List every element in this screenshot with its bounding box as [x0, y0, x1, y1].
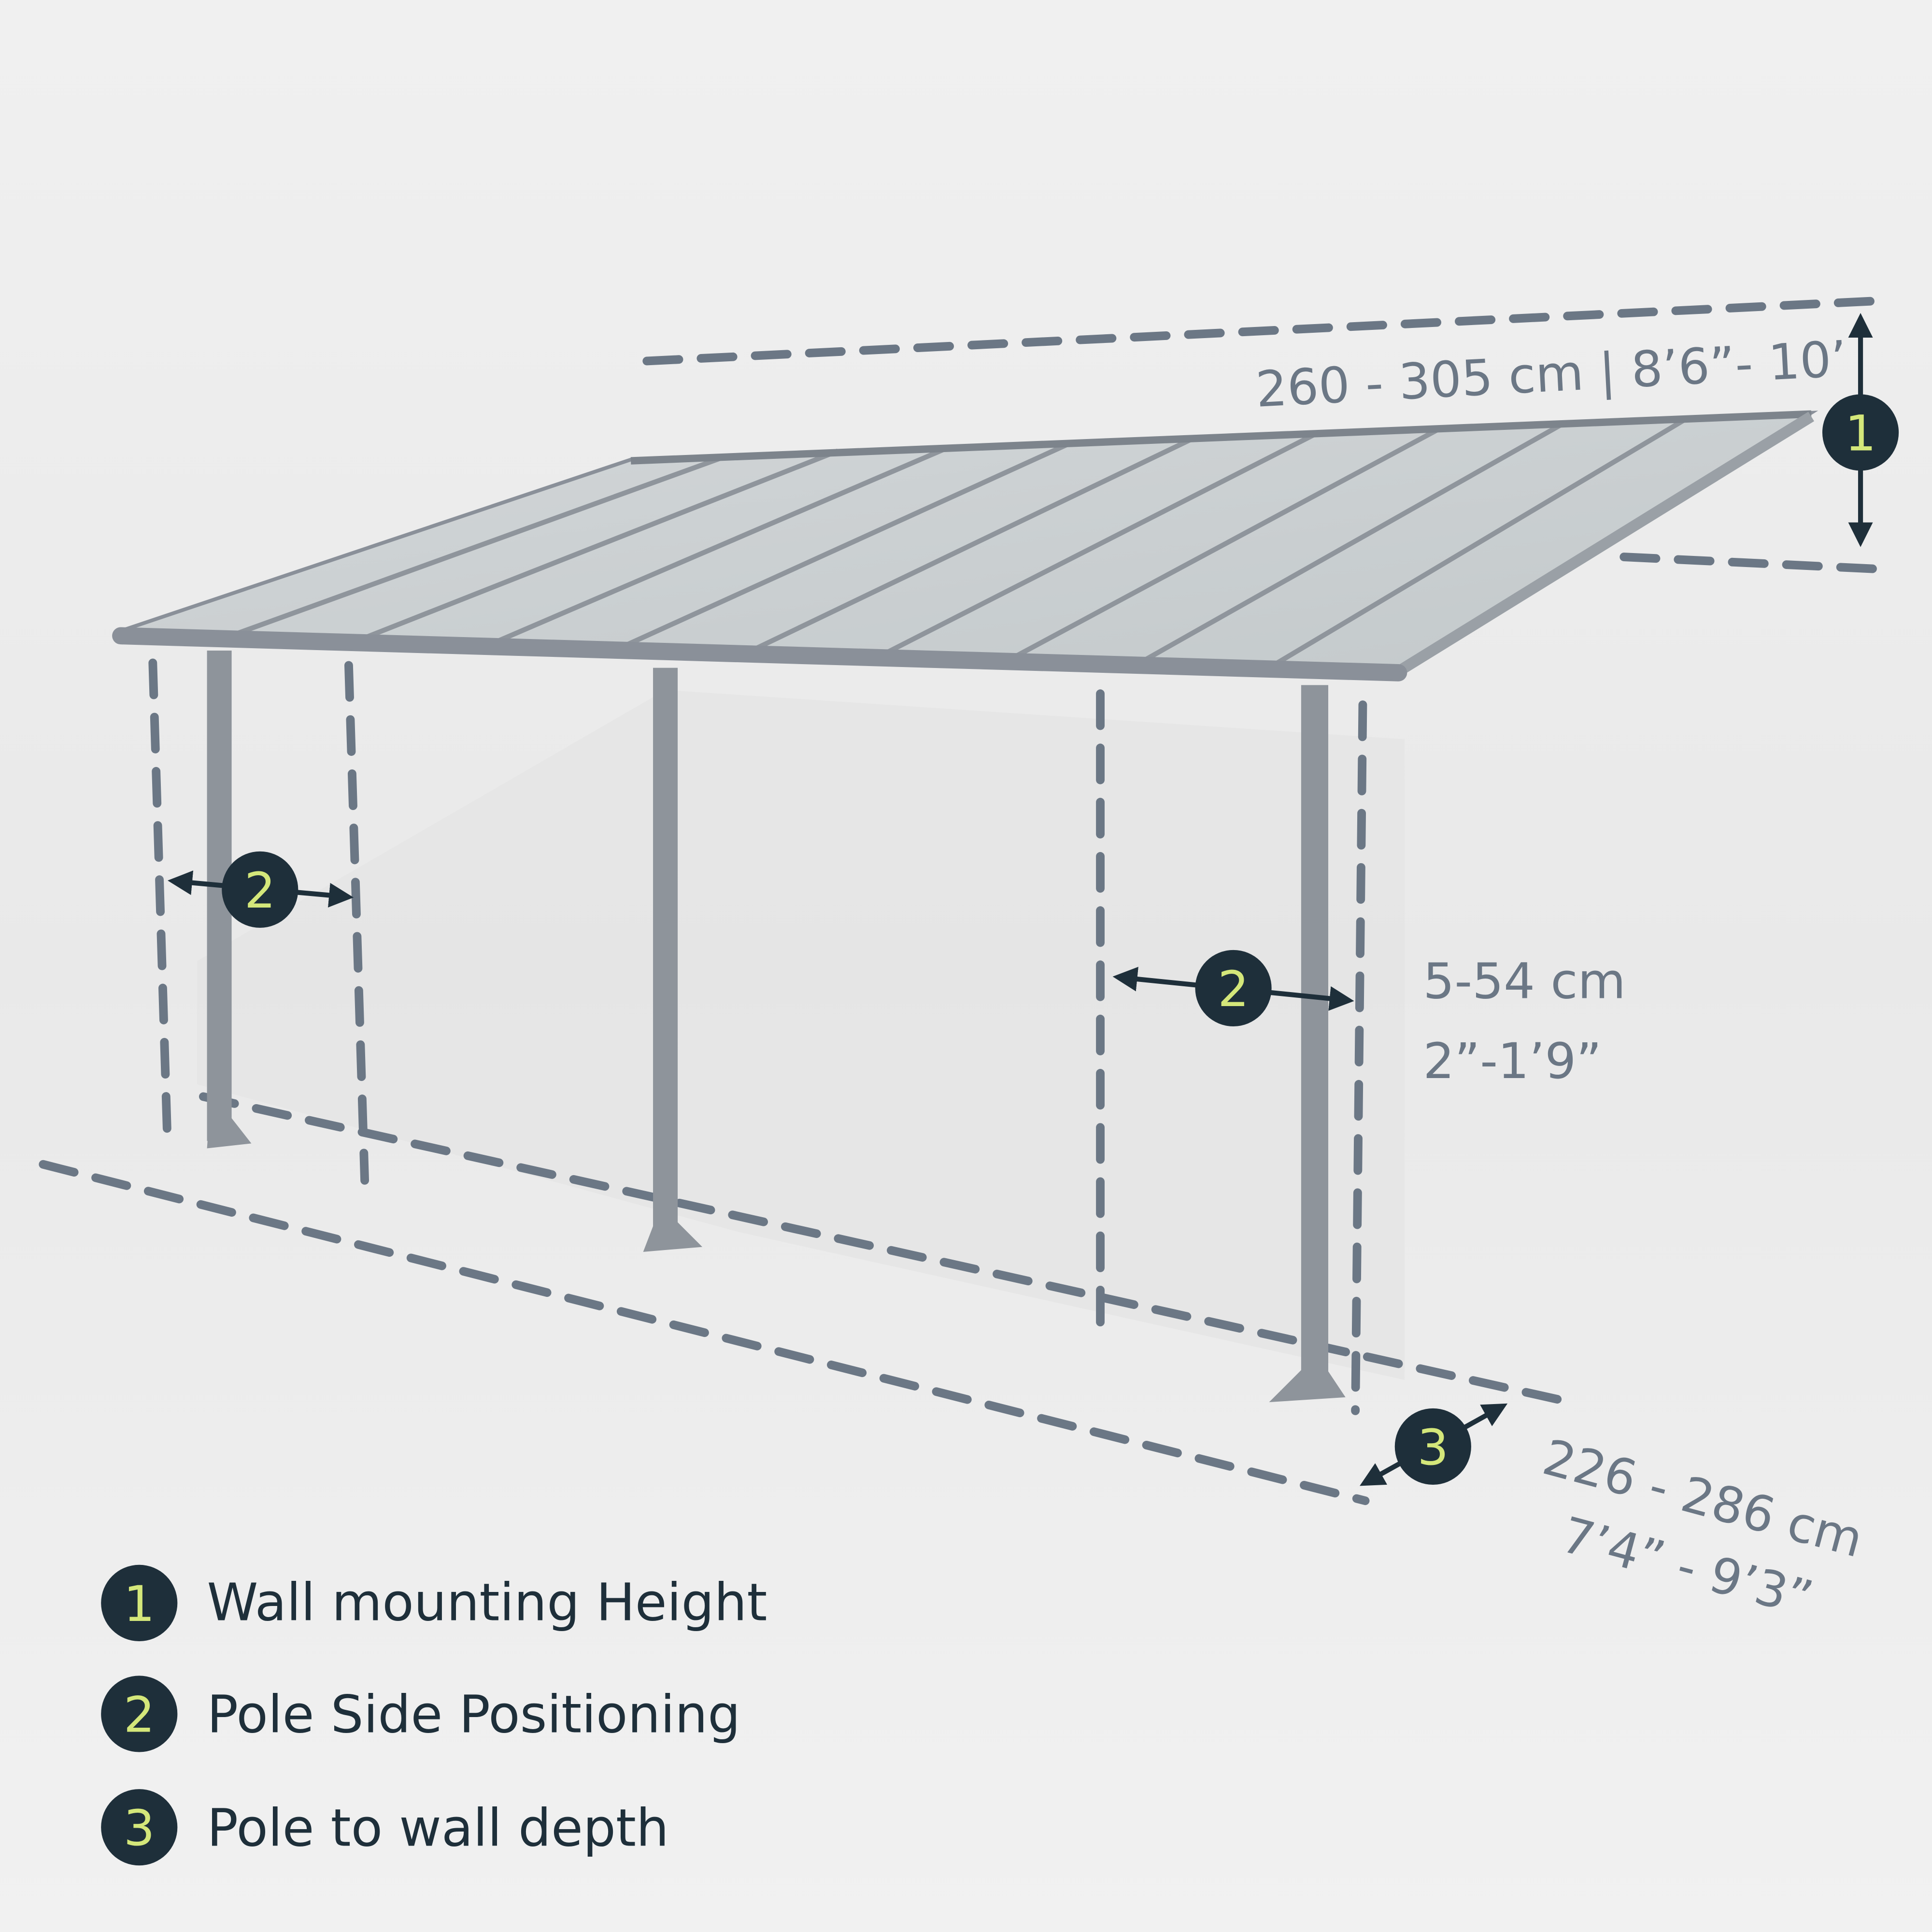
roof-ribs [233, 415, 1690, 670]
legend-label: Wall mounting Height [207, 1573, 767, 1633]
legend-number: 2 [124, 1687, 155, 1744]
left-pole-guide-outer [148, 658, 172, 1151]
badge-pole-side-right: 2 [1195, 950, 1272, 1026]
badge-pole-side-left: 2 [222, 851, 298, 928]
pole-ground-line [199, 1092, 1569, 1406]
pole-middle-base [643, 1220, 703, 1252]
dimension-guides [39, 296, 1887, 1506]
legend-item-depth: 3 Pole to wall depth [101, 1789, 669, 1866]
badge-number: 2 [244, 862, 276, 920]
pole-middle [653, 668, 678, 1247]
badge-number: 1 [1845, 405, 1876, 462]
right-pole-guide-outer [1351, 700, 1367, 1415]
pole-side-in-label: 2”-1’9” [1423, 1033, 1602, 1090]
side-beam [1389, 412, 1815, 680]
bottom-height-guide [1619, 553, 1887, 574]
left-pole-guide-inner [344, 661, 369, 1185]
badge-height: 1 [1822, 394, 1899, 471]
pole-left-base [207, 1115, 252, 1149]
wall-ground-line [39, 1160, 1370, 1506]
legend-item-pole-side: 2 Pole Side Positioning [101, 1676, 740, 1752]
legend: 1 Wall mounting Height 2 Pole Side Posit… [101, 1564, 767, 1866]
legend-number: 1 [124, 1576, 155, 1633]
pole-right-base [1269, 1367, 1346, 1403]
pole-right [1301, 685, 1328, 1397]
legend-number: 3 [124, 1800, 155, 1857]
badge-depth: 3 [1394, 1408, 1471, 1485]
pole-side-cm-label: 5-54 cm [1423, 952, 1625, 1010]
legend-label: Pole to wall depth [207, 1798, 669, 1858]
legend-item-wall-height: 1 Wall mounting Height [101, 1564, 767, 1641]
top-height-guide [642, 296, 1887, 366]
front-beam [112, 627, 1407, 682]
badge-number: 2 [1218, 961, 1249, 1018]
roof [112, 410, 1818, 682]
badge-number: 3 [1417, 1419, 1449, 1477]
wall-bracket [630, 410, 1812, 465]
legend-label: Pole Side Positioning [207, 1685, 741, 1745]
